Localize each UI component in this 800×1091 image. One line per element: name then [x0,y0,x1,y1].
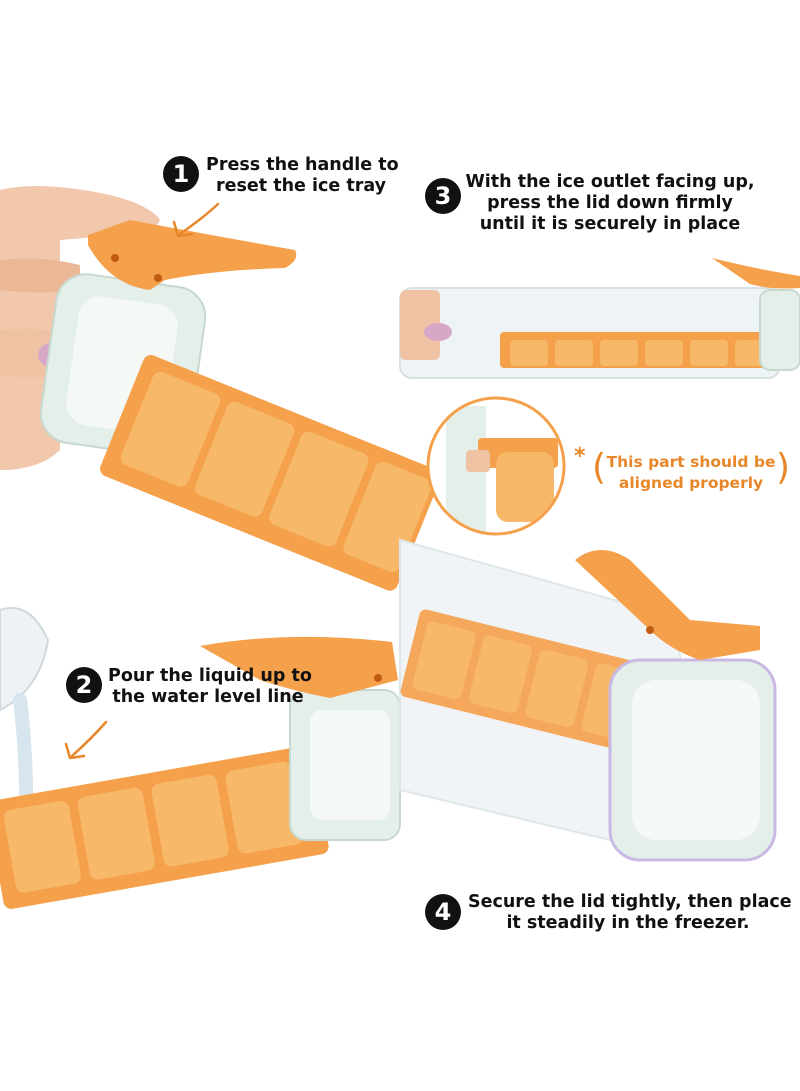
handle-4 [575,550,760,660]
alignment-note-bracket-left: ( [592,447,607,488]
handle [88,220,297,290]
alignment-note-asterisk: * [574,444,586,469]
ice-tray [100,355,441,591]
step2-caption: Pour the liquid up to the water level li… [108,666,312,708]
handle-2 [200,636,398,698]
tray-inside-container [500,332,775,368]
step1-caption: Press the handle to reset the ice tray [206,155,399,197]
step2-line2: the water level line [112,687,304,707]
alignment-note-bracket-right: ) [776,447,791,488]
step3-illustration [399,258,800,379]
step2-line1: Pour the liquid up to [108,666,312,686]
hand-drawn-arrow-icon-2 [64,720,108,760]
step3-line1: With the ice outlet facing up, [465,172,755,192]
alignment-note-line1: This part should be [606,453,776,471]
step3-caption: With the ice outlet facing up, press the… [465,172,755,235]
hand-drawn-arrow-icon [172,202,220,238]
hand [0,186,160,470]
step4-line1: Secure the lid tightly, then place [468,892,792,912]
step4-illustration [399,538,777,862]
step2-illustration [0,607,401,909]
alignment-note-line2: aligned properly [618,474,764,492]
ice-tray-filling [0,745,329,909]
tray-in-container [400,609,663,755]
step3-line3: until it is securely in place [479,214,741,234]
step1-line1: Press the handle to [206,155,399,175]
step1-line2: reset the ice tray [215,176,387,196]
step4-line2: it steadily in the freezer. [506,913,750,933]
step1-number-badge: 1 [163,156,199,192]
step2-number-badge: 2 [66,667,102,703]
handle-small [712,258,800,289]
alignment-note: This part should be aligned properly [605,452,777,494]
lid-small [759,289,800,371]
step1-illustration [0,186,441,591]
step3-number-badge: 3 [425,178,461,214]
detail-circle [426,396,566,536]
step4-caption: Secure the lid tightly, then place it st… [468,892,792,934]
step3-line2: press the lid down firmly [487,193,733,213]
step4-number-badge: 4 [425,894,461,930]
